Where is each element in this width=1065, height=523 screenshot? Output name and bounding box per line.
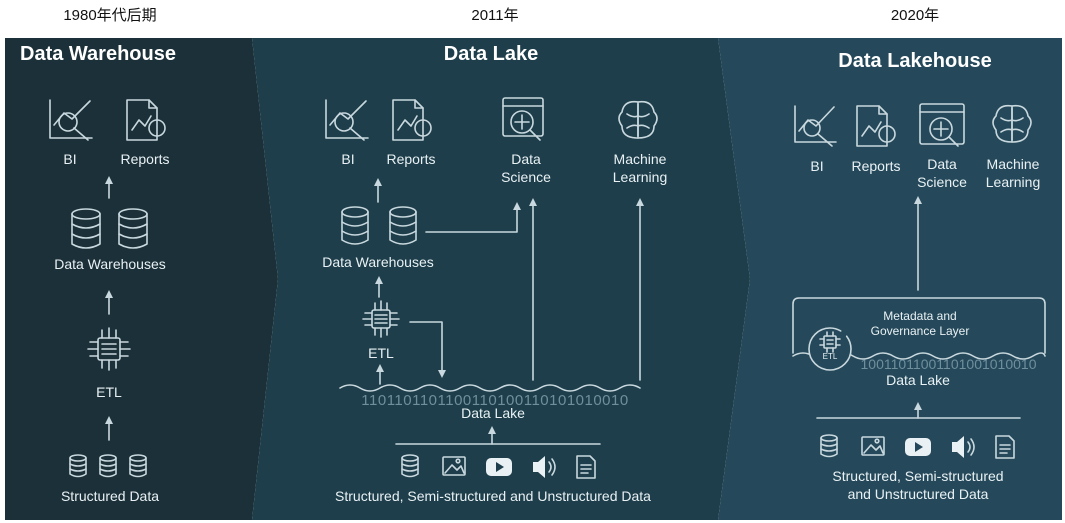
label-reports: Reports — [851, 158, 901, 174]
panel-title-data-lakehouse: Data Lakehouse — [838, 50, 992, 72]
label-bi: BI — [63, 151, 77, 167]
label-reports: Reports — [120, 151, 170, 167]
label-structured-data: Structured Data — [60, 488, 160, 504]
database-icon — [389, 206, 417, 245]
audio-icon — [533, 456, 556, 478]
bi-icon — [49, 99, 93, 141]
reports-icon — [126, 99, 166, 141]
label-etl: ETL — [96, 384, 122, 400]
era-year-1980s: 1980年代后期 — [63, 7, 157, 24]
reports-icon — [392, 99, 432, 141]
bi-icon — [794, 105, 837, 147]
label-data-warehouses: Data Warehouses — [322, 254, 434, 270]
video-icon — [905, 438, 931, 456]
label-data-warehouses: Data Warehouses — [54, 256, 166, 272]
etl-chip-icon — [819, 331, 841, 353]
era-year-2011: 2011年 — [471, 7, 519, 24]
metadata-layer-frame — [792, 297, 1046, 354]
document-icon — [995, 435, 1015, 459]
binary-data-stream: 10011011001101001010010 — [860, 356, 1037, 372]
reports-icon — [856, 105, 896, 147]
label-reports: Reports — [386, 151, 436, 167]
image-icon — [861, 436, 885, 456]
database-icon — [69, 454, 87, 478]
database-icon — [401, 454, 419, 478]
label-bi: BI — [810, 158, 824, 174]
era-year-2020: 2020年 — [890, 7, 940, 24]
etl-cycle-icon — [808, 327, 852, 371]
database-icon — [99, 454, 117, 478]
panel-title-data-lake: Data Lake — [443, 43, 539, 65]
database-icon — [341, 206, 369, 245]
document-icon — [576, 455, 596, 479]
video-icon — [486, 458, 512, 476]
label-bi: BI — [341, 151, 355, 167]
etl-chip-icon — [87, 327, 131, 371]
binary-data-stream: 1101101101100110100110101010010 — [361, 392, 629, 409]
label-data-lake: Data Lake — [461, 405, 525, 421]
etl-badge-label: ETL — [822, 352, 838, 361]
panel-lakehouse — [718, 38, 1062, 520]
data-science-icon — [502, 97, 544, 141]
database-icon — [118, 208, 148, 249]
bi-icon — [325, 99, 369, 141]
database-icon — [129, 454, 147, 478]
etl-chip-icon — [362, 300, 400, 338]
image-icon — [442, 456, 466, 476]
audio-icon — [952, 436, 975, 458]
panel-title-data-warehouse: Data Warehouse — [20, 43, 176, 65]
panel-data-warehouse — [5, 38, 278, 520]
arrow-etl-to-lake — [409, 321, 446, 378]
panel-data-lake — [252, 38, 750, 520]
arrow-warehouses-to-data-science — [425, 202, 521, 233]
lake-wave-line — [339, 384, 641, 392]
database-icon — [71, 208, 101, 249]
label-data-lake: Data Lake — [886, 372, 950, 388]
label-etl: ETL — [368, 345, 394, 361]
label-data-sources: Structured, Semi-structured and Unstruct… — [335, 488, 651, 504]
data-science-icon — [919, 103, 965, 147]
machine-learning-icon — [992, 104, 1032, 143]
database-icon — [820, 434, 838, 458]
machine-learning-icon — [618, 100, 658, 139]
